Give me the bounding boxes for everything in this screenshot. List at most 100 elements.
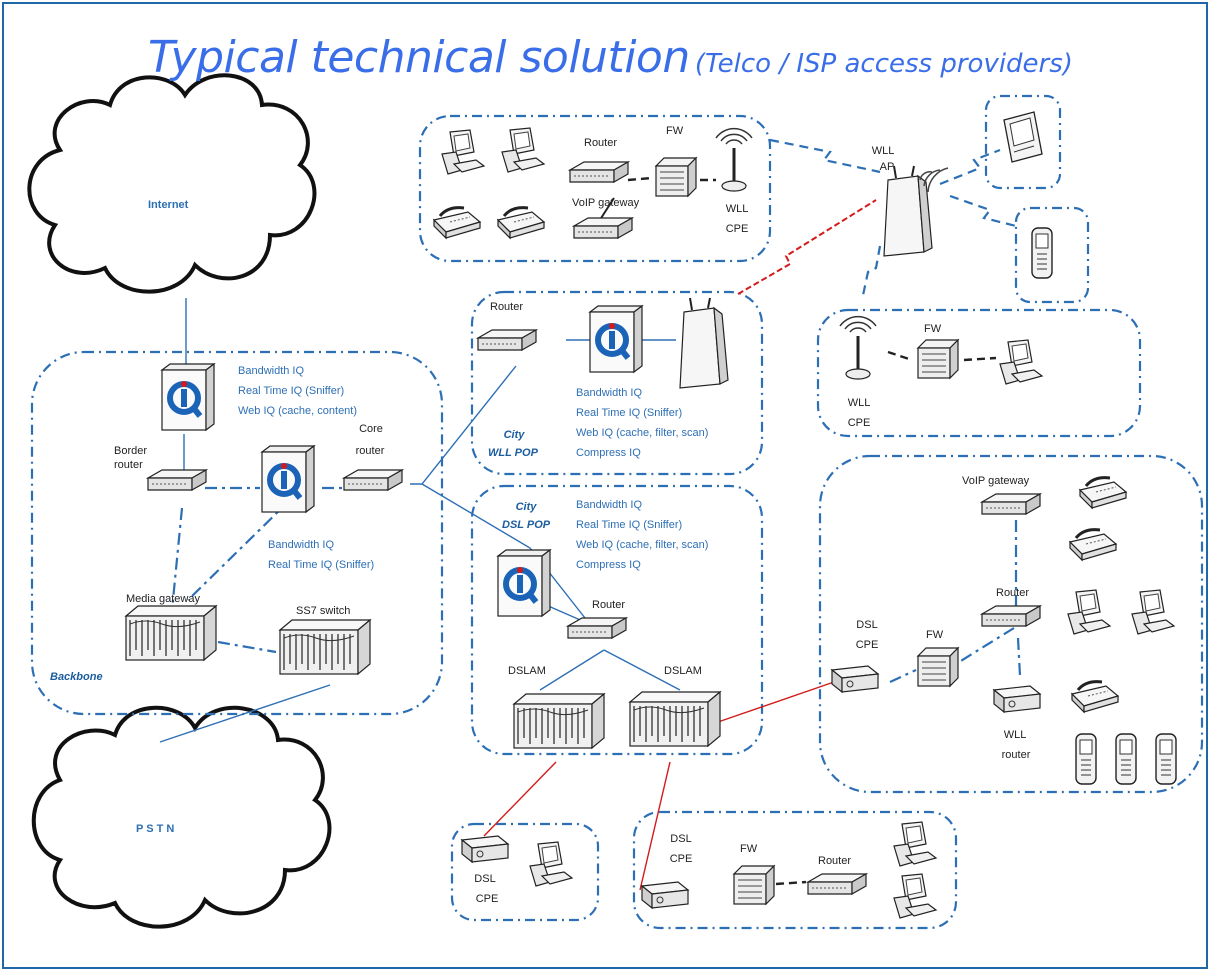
backbone-label: Backbone bbox=[50, 671, 103, 683]
top-site-wll-cpe-label-1: WLL bbox=[725, 203, 749, 215]
pc-device bbox=[893, 873, 937, 919]
pc-device bbox=[1131, 589, 1175, 635]
access-point-device bbox=[679, 297, 729, 389]
iq-appliance-device bbox=[498, 550, 550, 616]
core-router-label-2: router bbox=[355, 445, 385, 457]
local-links bbox=[627, 176, 997, 886]
voip-gateway-device bbox=[981, 493, 1041, 515]
bottom-left-dsl-cpe-label-2: CPE bbox=[475, 893, 499, 905]
phone-device bbox=[496, 206, 546, 240]
pc-device bbox=[529, 841, 573, 887]
dslam-device bbox=[513, 693, 605, 749]
ap-signal-icon bbox=[919, 167, 949, 193]
pda-box bbox=[984, 94, 1062, 190]
router-device bbox=[567, 617, 627, 639]
backbone-box bbox=[30, 350, 444, 716]
dsl-pop-iq-3: Web IQ (cache, filter, scan) bbox=[576, 539, 709, 551]
wll-router-device bbox=[993, 685, 1041, 713]
wll-ap-label-1: WLL bbox=[871, 145, 895, 157]
top-site-box bbox=[418, 114, 772, 263]
phone-device bbox=[432, 206, 482, 240]
bottom-left-site-box bbox=[450, 822, 600, 922]
phone-device bbox=[1070, 680, 1120, 714]
title-subtitle: (Telco / ISP access providers) bbox=[694, 49, 1073, 79]
router-device bbox=[477, 329, 537, 351]
backbone-iq-mid-1: Bandwidth IQ bbox=[268, 539, 335, 551]
dslam-left-label: DSLAM bbox=[508, 665, 546, 677]
mid-right-site-box bbox=[816, 308, 1142, 438]
mid-right-fw-label: FW bbox=[924, 323, 942, 335]
wireless-links bbox=[769, 138, 1017, 301]
phone-device bbox=[1078, 476, 1128, 510]
backbone-iq-mid-2: Real Time IQ (Sniffer) bbox=[268, 559, 375, 571]
pc-device bbox=[893, 821, 937, 867]
pc-device bbox=[501, 127, 545, 173]
iq-appliance-device bbox=[162, 364, 214, 430]
wll-ap-label-2: AP bbox=[879, 161, 895, 173]
pc-device bbox=[1067, 589, 1111, 635]
router-device bbox=[569, 161, 629, 183]
wll-pop-label-1: City bbox=[503, 429, 525, 441]
bottom-right-router-label: Router bbox=[818, 855, 852, 867]
firewall-device bbox=[917, 647, 959, 687]
iq-appliance-device bbox=[262, 446, 314, 512]
router-device bbox=[807, 873, 867, 895]
pstn-cloud-label: P S T N bbox=[136, 823, 175, 835]
pc-device bbox=[999, 339, 1043, 385]
right-site-wll-router-label-1: WLL bbox=[1003, 729, 1027, 741]
border-router-label-2: router bbox=[114, 459, 143, 471]
firewall-device bbox=[655, 157, 697, 197]
wll-pop-iq-1: Bandwidth IQ bbox=[576, 387, 643, 399]
dsl-pop-iq-2: Real Time IQ (Sniffer) bbox=[576, 519, 683, 531]
dsl-pop-box bbox=[470, 484, 764, 756]
mobile-phone-device bbox=[1115, 733, 1137, 785]
firewall-device bbox=[917, 339, 959, 379]
mobile-box bbox=[1014, 206, 1090, 304]
bottom-right-dsl-cpe-label-2: CPE bbox=[669, 853, 693, 865]
backbone-iq-top-3: Web IQ (cache, content) bbox=[238, 405, 358, 417]
dsl-modem-device bbox=[641, 881, 689, 909]
right-site-dsl-cpe-label-2: CPE bbox=[855, 639, 879, 651]
wll-pop-box bbox=[470, 290, 764, 476]
internet-cloud-label: Internet bbox=[148, 199, 189, 211]
mid-right-wll-cpe-label-2: CPE bbox=[847, 417, 871, 429]
dslam-device bbox=[629, 691, 721, 747]
media-gateway-device bbox=[125, 605, 217, 661]
wll-pop-iq-4: Compress IQ bbox=[576, 447, 641, 459]
red-links bbox=[483, 199, 877, 891]
bottom-right-site-box bbox=[632, 810, 958, 930]
wll-pop-iq-3: Web IQ (cache, filter, scan) bbox=[576, 427, 709, 439]
page-title: Typical technical solution (Telco / ISP … bbox=[148, 32, 1073, 83]
mobile-phone-device bbox=[1155, 733, 1177, 785]
dsl-pop-router-label: Router bbox=[592, 599, 626, 611]
right-site-fw-label: FW bbox=[926, 629, 944, 641]
border-router-device bbox=[147, 469, 207, 491]
dsl-pop-label-2: DSL POP bbox=[502, 519, 551, 531]
top-site-router-label: Router bbox=[584, 137, 618, 149]
dsl-modem-device bbox=[461, 835, 509, 863]
core-router-device bbox=[343, 469, 403, 491]
router-device bbox=[981, 605, 1041, 627]
right-site-wll-router-label-2: router bbox=[1001, 749, 1031, 761]
antenna-device bbox=[838, 315, 878, 381]
wll-pop-router-label: Router bbox=[490, 301, 524, 313]
bottom-right-fw-label: FW bbox=[740, 843, 758, 855]
backbone-iq-top-1: Bandwidth IQ bbox=[238, 365, 305, 377]
pda-device bbox=[1003, 111, 1043, 163]
top-site-voip-label: VoIP gateway bbox=[572, 197, 640, 209]
bottom-right-dsl-cpe-label-1: DSL bbox=[670, 833, 692, 845]
ss7-switch-label: SS7 switch bbox=[296, 605, 351, 617]
ss7-switch-device bbox=[279, 619, 371, 675]
media-gateway-label: Media gateway bbox=[126, 593, 200, 605]
right-site-router-label: Router bbox=[996, 587, 1030, 599]
top-site-wll-cpe-label-2: CPE bbox=[725, 223, 749, 235]
firewall-device bbox=[733, 865, 775, 905]
dsl-pop-iq-4: Compress IQ bbox=[576, 559, 641, 571]
pc-device bbox=[441, 129, 485, 175]
dsl-pop-label-1: City bbox=[515, 501, 537, 513]
internet-cloud bbox=[27, 73, 317, 294]
phone-device bbox=[1068, 528, 1118, 562]
